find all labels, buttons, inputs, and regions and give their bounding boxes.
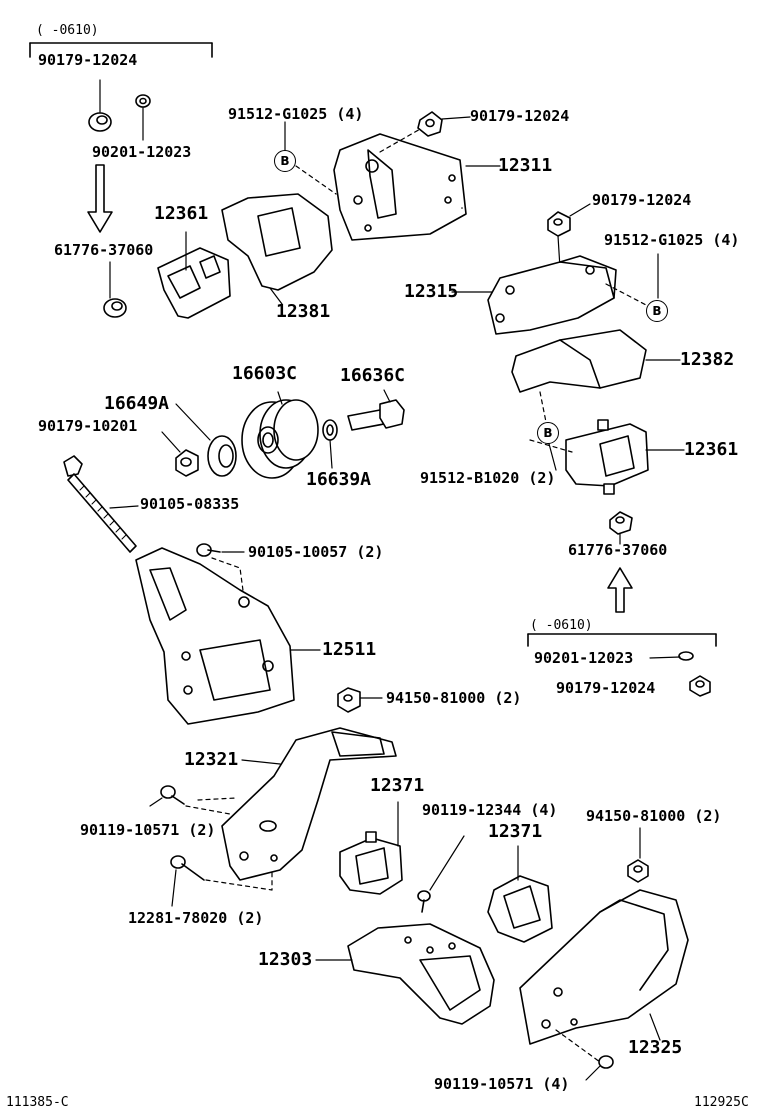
label-12321: 12321 bbox=[184, 749, 239, 770]
insulator-12361-left bbox=[157, 231, 231, 319]
label-12361-right: 12361 bbox=[684, 439, 739, 460]
nut-61776-37060-left bbox=[103, 261, 127, 318]
washer-90201-12023-right bbox=[649, 651, 694, 661]
pulley-16603c bbox=[241, 391, 319, 479]
footer-left-code: 111385-C bbox=[6, 1095, 69, 1110]
label-90105-10057: 90105-10057 (2) bbox=[248, 543, 384, 561]
callout-b-right: B bbox=[646, 300, 668, 322]
label-12315: 12315 bbox=[404, 281, 459, 302]
label-12325: 12325 bbox=[628, 1037, 683, 1058]
label-12511: 12511 bbox=[322, 639, 377, 660]
crossmember-12303 bbox=[315, 923, 495, 1025]
insulator-12361-right bbox=[529, 419, 685, 495]
label-90119-12344: 90119-12344 (4) bbox=[422, 801, 558, 819]
bolt-16636c bbox=[347, 389, 405, 431]
label-90201-12023-top-left: 90201-12023 bbox=[92, 143, 192, 161]
heat-insulator-12381 bbox=[221, 193, 333, 305]
nut-94150-81000-upper bbox=[337, 687, 383, 713]
nut-90179-12024-top-left bbox=[88, 79, 112, 132]
callout-b-upper: B bbox=[274, 150, 296, 172]
footer-right-code: 112925C bbox=[694, 1095, 749, 1110]
label-16649a: 16649A bbox=[104, 393, 170, 414]
label-94150-81000-lower: 94150-81000 (2) bbox=[586, 807, 722, 825]
label-94150-81000-upper: 94150-81000 (2) bbox=[386, 689, 522, 707]
label-61776-37060-right: 61776-37060 bbox=[568, 541, 668, 559]
insulator-12371-left bbox=[339, 801, 403, 895]
bracket-12321 bbox=[221, 727, 397, 881]
bracket-12311 bbox=[333, 127, 501, 241]
label-61776-37060-left: 61776-37060 bbox=[54, 241, 154, 259]
label-12281-78020: 12281-78020 (2) bbox=[128, 909, 264, 927]
label-16636c: 16636C bbox=[340, 365, 406, 386]
washer-90201-12023-top-left bbox=[135, 94, 151, 141]
label-90179-12024-top-left: 90179-12024 bbox=[38, 51, 138, 69]
label-90119-10571-left: 90119-10571 (2) bbox=[80, 821, 216, 839]
label-90119-10571-bottom: 90119-10571 (4) bbox=[434, 1075, 570, 1093]
nut-90179-12024-right-lower bbox=[689, 675, 711, 697]
nut-61776-37060-right bbox=[609, 511, 633, 545]
label-90201-12023-right: 90201-12023 bbox=[534, 649, 634, 667]
bolt-90105-10057 bbox=[196, 543, 245, 599]
nut-90179-12024-right-upper bbox=[547, 203, 591, 269]
cover-16649a bbox=[175, 403, 237, 477]
label-12381: 12381 bbox=[276, 301, 331, 322]
callout-b-middle: B bbox=[537, 422, 559, 444]
label-90179-12024-right-lower: 90179-12024 bbox=[556, 679, 656, 697]
arrow-up-icon bbox=[607, 567, 633, 613]
label-12361-left: 12361 bbox=[154, 203, 209, 224]
washer-16639a bbox=[322, 419, 338, 469]
label-91512-g1025-right: 91512-G1025 (4) bbox=[604, 231, 740, 249]
label-12371-left: 12371 bbox=[370, 775, 425, 796]
nut-94150-81000-lower bbox=[627, 827, 649, 883]
bracket-12325 bbox=[519, 889, 689, 1063]
label-12303: 12303 bbox=[258, 949, 313, 970]
stud-12281-78020 bbox=[170, 855, 273, 907]
heat-insulator-12382 bbox=[511, 329, 681, 393]
label-90105-08335: 90105-08335 bbox=[140, 495, 240, 513]
insulator-12371-right bbox=[487, 845, 553, 943]
arrow-down-icon bbox=[87, 164, 113, 233]
label-90179-12024-top-right: 90179-12024 bbox=[470, 107, 570, 125]
bolt-90105-08335 bbox=[63, 455, 139, 553]
bracket-12315 bbox=[451, 253, 659, 335]
label-90179-10201: 90179-10201 bbox=[38, 417, 138, 435]
range-note-top-left: ( -0610) bbox=[36, 23, 99, 38]
nut-90179-12024-top-right bbox=[417, 111, 471, 137]
range-note-right: ( -0610) bbox=[530, 618, 593, 633]
bolt-90119-10571-bottom bbox=[585, 1055, 614, 1081]
label-12371-right: 12371 bbox=[488, 821, 543, 842]
label-12311: 12311 bbox=[498, 155, 553, 176]
label-90179-12024-right-upper: 90179-12024 bbox=[592, 191, 692, 209]
label-12382: 12382 bbox=[680, 349, 735, 370]
label-16603c: 16603C bbox=[232, 363, 298, 384]
nut-90179-10201 bbox=[161, 431, 199, 477]
label-16639a: 16639A bbox=[306, 469, 372, 490]
range-bracket-right bbox=[527, 633, 717, 647]
bracket-12511 bbox=[135, 547, 321, 725]
label-91512-g1025-upper: 91512-G1025 (4) bbox=[228, 105, 364, 123]
range-bracket-top-left bbox=[29, 42, 213, 58]
bolt-90119-12344 bbox=[417, 835, 465, 913]
label-91512-b1020: 91512-B1020 (2) bbox=[420, 469, 556, 487]
bolt-90119-10571-left bbox=[149, 785, 237, 815]
